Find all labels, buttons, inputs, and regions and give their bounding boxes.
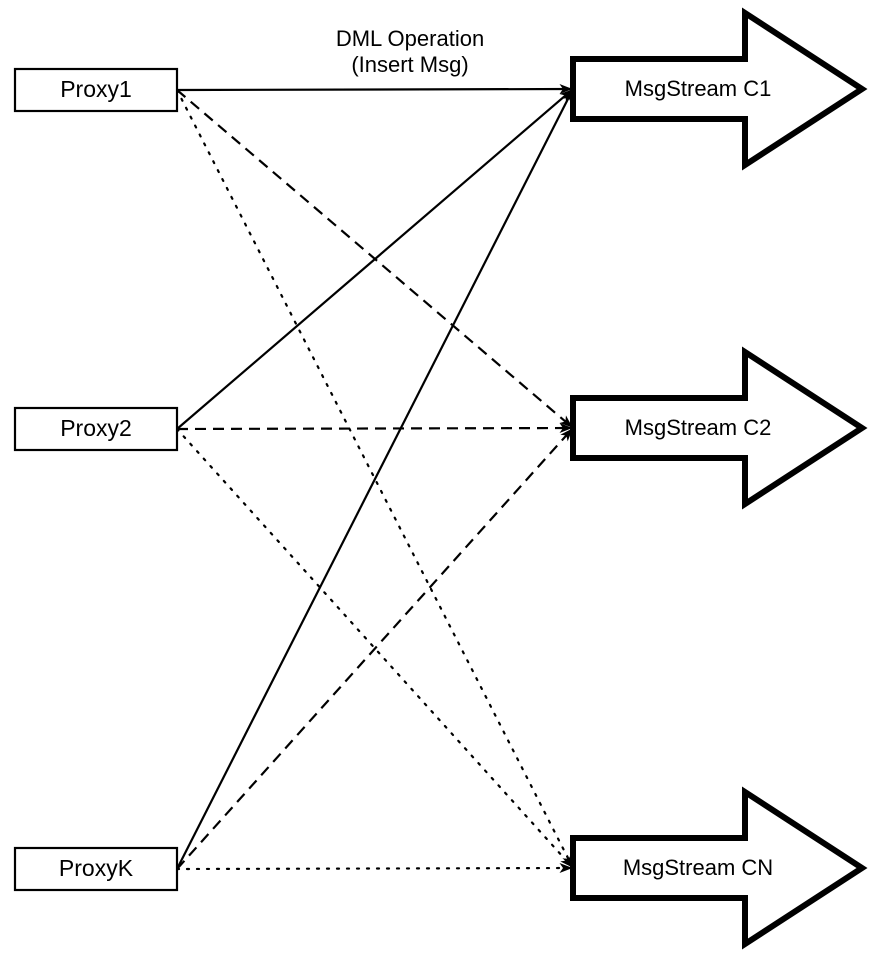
- connector-proxyk-to-stream_c2[interactable]: [176, 427, 574, 870]
- proxy-label: Proxy2: [60, 415, 132, 441]
- msgstream-label: MsgStream CN: [623, 855, 773, 880]
- annotation-line-2: (Insert Msg): [351, 52, 468, 77]
- msgstream-label: MsgStream C1: [625, 76, 772, 101]
- arrow-shape: [570, 786, 868, 950]
- proxy-box: [13, 67, 179, 113]
- proxy-node-proxy1[interactable]: Proxy1: [13, 67, 179, 113]
- proxy-node-proxy2[interactable]: Proxy2: [13, 406, 179, 452]
- dml-operation-annotation: DML Operation (Insert Msg): [336, 26, 484, 77]
- msgstream-arrow-stream_c2[interactable]: MsgStream C2: [570, 346, 868, 510]
- connector-proxy2-to-stream_c2[interactable]: [176, 423, 573, 434]
- connector-proxyk-to-stream_cn[interactable]: [175, 863, 574, 874]
- arrow-shape: [570, 7, 868, 171]
- proxy-box: [13, 846, 179, 892]
- proxy-label: Proxy1: [60, 76, 132, 102]
- proxy-node-proxyk[interactable]: ProxyK: [13, 846, 179, 892]
- connector-proxy2-to-stream_cn[interactable]: [175, 427, 574, 869]
- annotation-line-1: DML Operation: [336, 26, 484, 51]
- arrow-shape: [570, 346, 868, 510]
- connector-proxy2-to-stream_c1[interactable]: [176, 88, 574, 430]
- connector-layer: [175, 84, 574, 874]
- msgstream-arrow-stream_cn[interactable]: MsgStream CN: [570, 786, 868, 950]
- proxy-label: ProxyK: [59, 855, 134, 881]
- proxy-box: [13, 406, 179, 452]
- msgstream-arrow-stream_c1[interactable]: MsgStream C1: [570, 7, 868, 171]
- connector-proxy1-to-stream_c1[interactable]: [176, 84, 573, 95]
- connector-proxyk-to-stream_c1[interactable]: [176, 88, 574, 870]
- msgstream-label: MsgStream C2: [625, 415, 772, 440]
- msgstream-layer: MsgStream C1 MsgStream C2 MsgStream CN: [570, 7, 868, 950]
